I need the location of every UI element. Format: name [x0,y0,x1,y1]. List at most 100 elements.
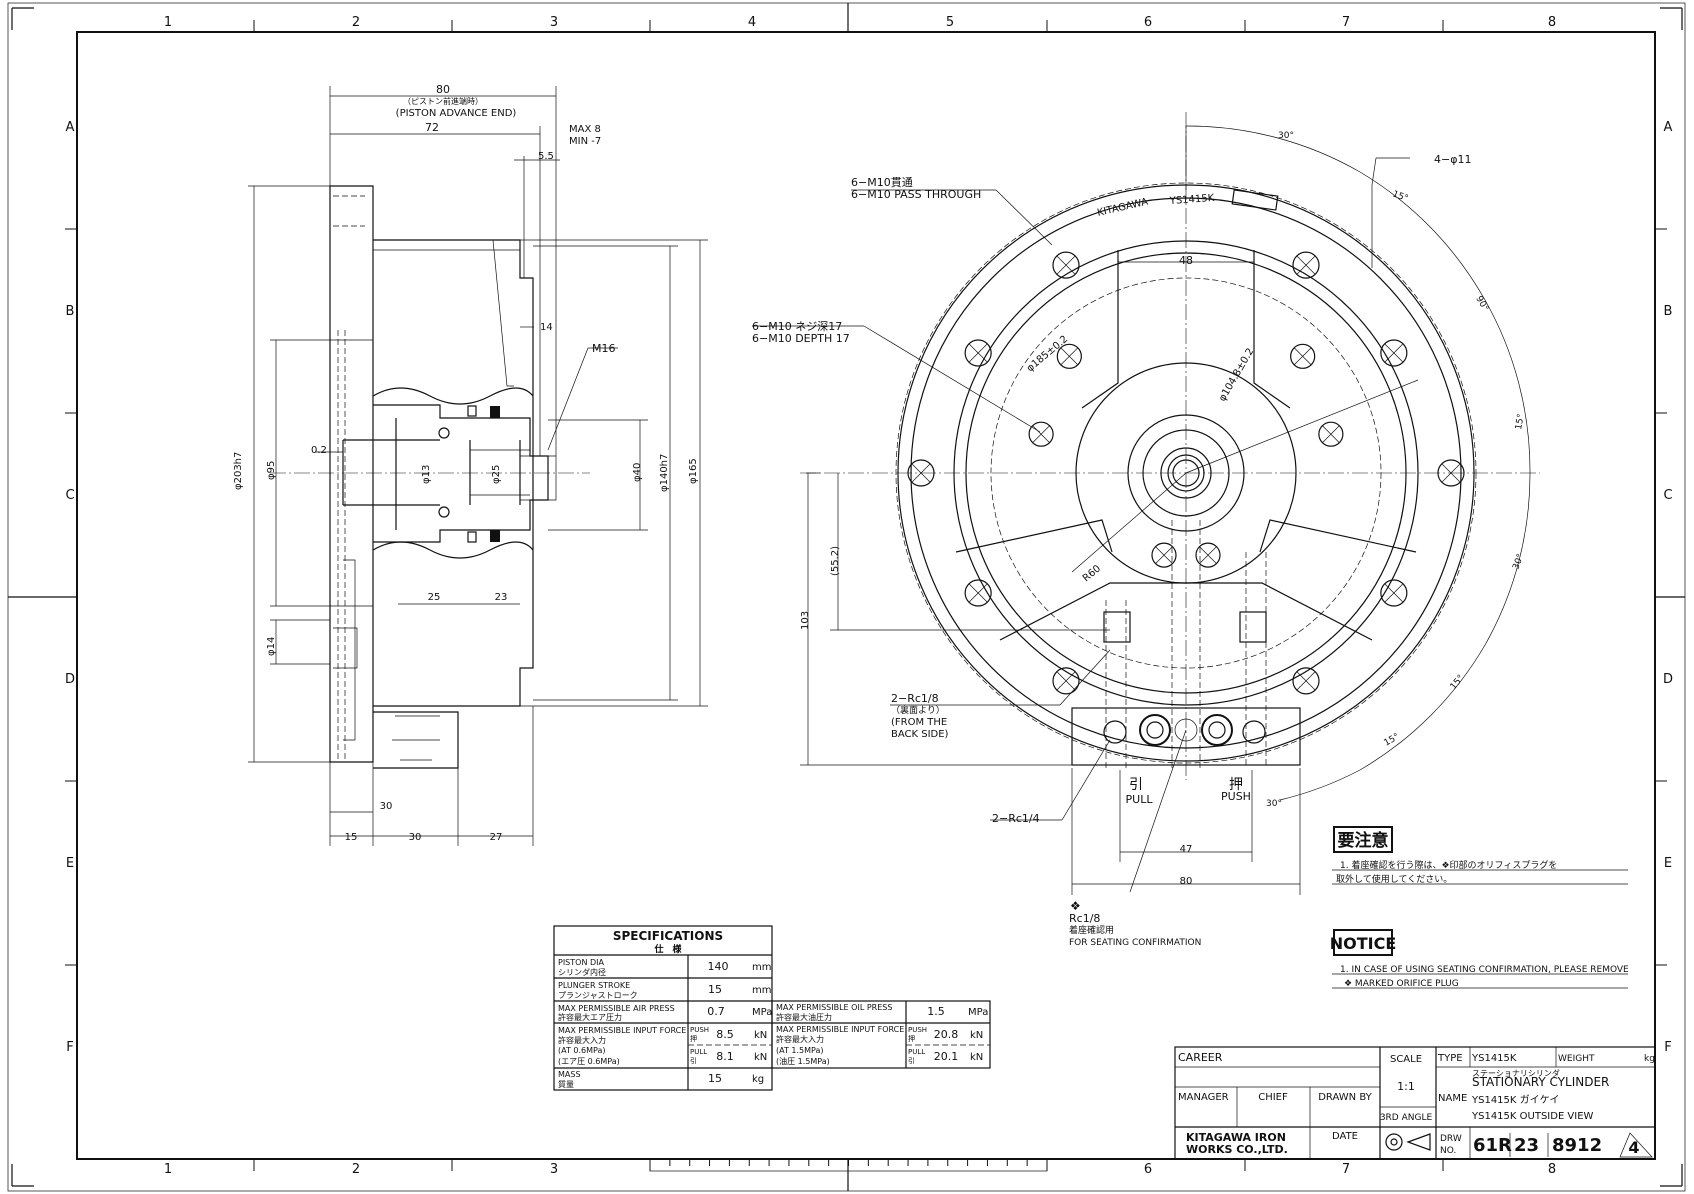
tb-career: CAREER [1178,1051,1223,1064]
bolt-hole-cross [1032,425,1050,443]
bolt-hole [907,459,935,487]
bolt-hole [964,339,992,367]
spec-oil-label-jp: 許容最大油圧力 [776,1012,832,1022]
col-label-top: 7 [1342,15,1350,30]
col-label-top: 2 [352,15,360,30]
bolt-hole-cross [1060,347,1078,365]
spec-force2-cond-jp: (油圧 1.5MPa) [776,1056,830,1066]
dim-2-rc18-back: BACK SIDE) [891,729,949,740]
tb-drawn-by: DRAWN BY [1318,1092,1372,1103]
tb-scale-value: 1:1 [1397,1080,1415,1093]
tb-weight-unit: kg [1644,1054,1655,1064]
spec-force-push-en: PUSH [690,1026,709,1034]
notice-jp-line2: 取外して使用してください。 [1336,873,1452,885]
spec-mass-label-en: MASS [558,1070,581,1079]
row-label-right: E [1664,856,1672,871]
bolt-hole-cross [1322,425,1340,443]
row-label-left: A [66,120,75,135]
dim-ang30a: 30° [1278,131,1294,141]
spec-force2-push-jp: 押 [908,1034,915,1043]
spec-force2-label-en: MAX PERMISSIBLE INPUT FORCE [776,1025,904,1034]
spec-force-label-en: MAX PERMISSIBLE INPUT FORCE [558,1026,686,1035]
spec-row-label-jp: 許容最大エア圧力 [558,1012,622,1022]
spec-force-cond-en: (AT 0.6MPa) [558,1046,606,1055]
spec-force-pull-val: 8.1 [716,1050,734,1063]
spec-force2-label-jp: 許容最大入力 [776,1034,824,1044]
dim-max8: MAX 8 [569,124,601,135]
dim-piston-adv-en: (PISTON ADVANCE END) [396,108,517,119]
zone-labels: 1 2 3 4 5 6 7 8 1 2 3 6 7 8 A B C D E F … [65,15,1673,1177]
dim-phi95: φ95 [266,461,277,480]
notice-jp-line1: 1. 着座確認を行う際は、❖印部のオリフィスプラグを [1340,859,1557,871]
tb-name-en: STATIONARY CYLINDER [1472,1075,1609,1089]
row-label-right: F [1664,1040,1671,1055]
bolt-hole-cross [968,343,988,363]
tb-type-value: YS1415K [1471,1053,1517,1064]
dim-2-rc18-jp: （裏面より） [891,704,945,716]
row-label-left: D [65,672,75,687]
bolt-hole-cross [968,583,988,603]
dim-phi14: φ14 [266,637,277,656]
dim-80-front: 80 [1180,876,1193,887]
dim-ang30c: 30° [1266,799,1282,809]
spec-force2-push-unit: kN [970,1030,983,1041]
dim-2-rc18: 2−Rc1/8 [891,692,939,705]
bolt-hole [1052,251,1080,279]
tb-drw-label2: NO. [1440,1146,1456,1156]
tb-drw-part3: 8912 [1552,1135,1602,1156]
dim-47: 47 [1180,844,1193,855]
bolt-hole [1380,579,1408,607]
col-label-bottom: 2 [352,1162,360,1177]
tb-name-line2: YS1415K ガイケイ [1471,1094,1559,1106]
bolt-hole [1380,339,1408,367]
bolt-hole [1437,459,1465,487]
tb-chief: CHIEF [1258,1092,1288,1103]
dim-phi40: φ40 [632,463,643,482]
tb-weight-label: WEIGHT [1558,1054,1595,1064]
bolt-hole [1151,542,1177,568]
bolt-hole-cross [1296,671,1316,691]
bolt-hole [1292,667,1320,695]
spec-oil-label-en: MAX PERMISSIBLE OIL PRESS [776,1003,892,1012]
dim-m10-through-en: 6−M10 PASS THROUGH [851,188,981,201]
bolt-hole [1056,343,1082,369]
col-label-bottom: 3 [550,1162,558,1177]
col-label-bottom: 7 [1342,1162,1350,1177]
dim-phi25: φ25 [491,465,502,484]
dim-seat-jp: 着座確認用 [1069,924,1114,936]
specifications-table: SPECIFICATIONS 仕 様 PISTON DIA シリンダ内径 140… [553,925,991,1091]
bolt-hole-cross [911,463,931,483]
bolt-hole [1195,542,1221,568]
spec-force2-pull-jp: 引 [908,1056,915,1065]
spec-oil-value: 1.5 [927,1005,945,1018]
col-label-top: 1 [164,15,172,30]
spec-row-value: 15 [708,983,722,996]
spec-row-unit: mm [752,985,771,996]
notice-jp-title: 要注意 [1338,830,1389,851]
col-label-top: 8 [1548,15,1556,30]
notice-en-line1: 1. IN CASE OF USING SEATING CONFIRMATION… [1340,965,1629,975]
spec-row-value: 140 [708,960,729,973]
tb-drw-label1: DRW [1440,1134,1462,1144]
side-view: 80 （ピストン前進端時） (PISTON ADVANCE END) 72 MA… [233,83,708,846]
dim-27: 27 [490,832,503,843]
dim-25: 25 [428,592,441,603]
dim-5-5: 5.5 [538,151,554,162]
spec-force2-pull-en: PULL [908,1048,925,1056]
col-label-top: 4 [748,15,756,30]
tb-angle: 3RD ANGLE [1380,1113,1433,1123]
notice-en-title: NOTICE [1330,934,1397,953]
spec-force-pull-en: PULL [690,1048,707,1056]
dim-80: 80 [436,83,450,96]
tb-name-line3: YS1415K OUTSIDE VIEW [1471,1111,1594,1122]
spec-force-pull-jp: 引 [690,1056,697,1065]
col-label-top: 5 [946,15,954,30]
spec-mass-value: 15 [708,1072,722,1085]
bolt-hole-cross [1384,583,1404,603]
spec-row-label-en: PISTON DIA [558,958,604,967]
bolt-hole-cross [1056,255,1076,275]
dim-2-rc14: 2−Rc1/4 [992,812,1040,825]
col-label-bottom: 6 [1144,1162,1152,1177]
bolt-hole [964,579,992,607]
